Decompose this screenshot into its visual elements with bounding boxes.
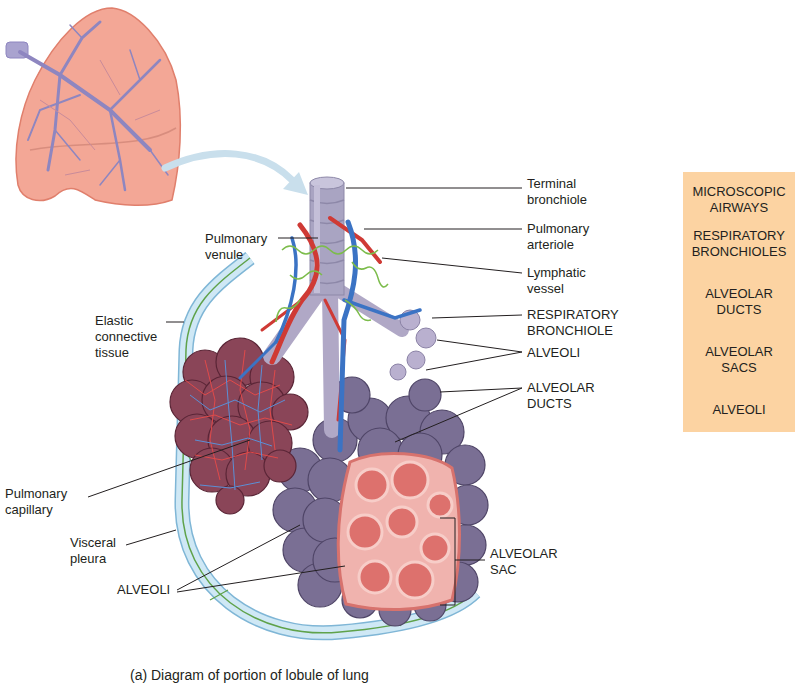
lymphatic-vessel [276,300,371,322]
visceral-pleura [182,258,475,633]
part-label: Elastic connective tissue [95,313,167,361]
airway-stage-item: RESPIRATORY BRONCHIOLES [683,228,795,260]
capillary-cluster [216,486,244,514]
part-label: ALVEOLI [117,582,177,598]
alveolar-sac-bracket [440,518,485,605]
lung-figure [20,52,150,150]
alveolar-sac-cutaway [338,453,459,609]
capillary-network [185,350,292,480]
part-label: ALVEOLAR DUCTS [527,380,622,412]
alveolar-sac-cluster [273,377,488,626]
part-label: Pulmonary venule [205,231,280,263]
lung-figure [20,22,168,190]
blood-vessels [240,218,420,450]
terminal-bronchiole [416,328,436,348]
alveolar-sac-cutaway [428,493,452,517]
alveolar-sac-cutaway [359,561,391,593]
alveolar-sac-cutaway [421,534,449,562]
stage-name: ALVEOLAR SACS [687,344,791,376]
stage-name: ALVEOLI [687,402,791,418]
terminal-bronchiole [390,364,406,380]
leader-line [126,530,176,545]
blood-vessels [340,222,356,450]
alveolar-sac-cluster [409,379,441,411]
lymphatic-vessel [282,246,378,254]
lung-figure [110,60,160,110]
lung-figure [48,75,60,170]
airway-summary-box: MICROSCOPIC AIRWAYS RESPIRATORY BRONCHIOL… [683,172,795,432]
part-label: Lymphatic vessel [527,265,622,297]
stage-name: RESPIRATORY BRONCHIOLES [687,228,791,260]
leader-line [88,440,250,497]
zoom-arrow [283,172,308,195]
leader-line [88,188,522,592]
zoom-arrow [165,154,308,195]
alveolar-sac-cutaway [348,515,382,549]
alveolar-sac-cutaway [392,462,428,498]
part-label: Pulmonary arteriole [527,221,622,253]
lung-figure [60,22,100,75]
box-heading: MICROSCOPIC AIRWAYS [683,184,795,216]
lung-figure [40,60,160,175]
terminal-bronchiole [407,351,425,369]
part-label: Visceral pleura [70,535,130,567]
capillary-cluster [264,450,296,482]
capillary-network [185,350,292,490]
leader-line [364,229,522,230]
leader-line [278,238,318,239]
alveolar-sac-cutaway [338,453,459,609]
part-label: ALVEOLI [527,345,607,361]
part-label: Pulmonary capillary [5,486,87,518]
stage-name: ALVEOLAR DUCTS [687,286,791,318]
lung-figure [28,95,80,140]
leader-line [346,188,522,189]
leader-line [382,258,522,273]
lymphatic-vessel [290,262,388,287]
visceral-pleura [182,258,475,633]
lung-figure [55,25,168,185]
alveolar-sac-cutaway [348,462,452,598]
lung-figure [16,8,180,205]
part-label: RESPIRATORY BRONCHIOLE [527,307,639,339]
capillary-cluster [170,338,308,514]
alveolar-sac-cutaway [387,507,417,537]
lymphatic-vessel [276,246,388,322]
alveolar-sac-cutaway [397,562,433,598]
alveolar-sac-cutaway [356,469,388,501]
zoom-arrow [165,154,292,180]
part-label: ALVEOLAR SAC [490,546,580,578]
lung-figure [40,60,160,175]
visceral-pleura [182,258,475,633]
airway-stage-item: ALVEOLAR DUCTS [683,286,795,318]
blood-vessels [262,300,345,420]
capillary-network [190,360,285,490]
blood-vessels [240,342,276,378]
airway-stage-item: ALVEOLI [683,402,795,418]
alveolar-sac-bracket [440,518,485,605]
leader-line [432,315,522,318]
visceral-pleura [182,258,475,633]
figure-caption: (a) Diagram of portion of lobule of lung [130,667,369,684]
terminal-bronchiole [272,177,436,430]
leader-line [166,322,184,323]
part-label: Terminal bronchiole [527,176,622,208]
airway-stage-item: ALVEOLAR SACS [683,344,795,376]
leader-line [426,340,522,370]
lung-figure [6,8,180,205]
blood-vessels [276,238,420,342]
leader-line [177,525,345,592]
leader-line [395,388,522,442]
lung-figure [110,110,125,190]
